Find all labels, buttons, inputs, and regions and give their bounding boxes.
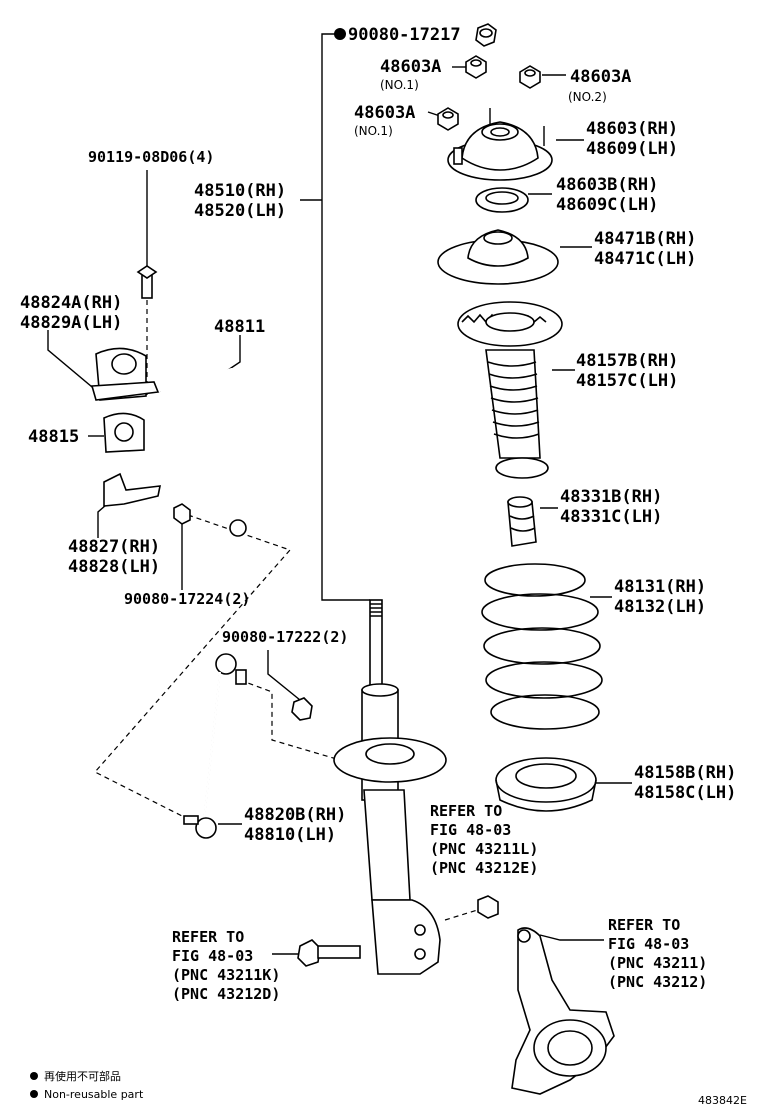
stabilizer-bar — [158, 367, 261, 537]
legend-en: Non-reusable part — [44, 1088, 144, 1101]
ref2-line2: FIG 48-03 — [172, 947, 253, 965]
dust-boot — [457, 301, 563, 479]
strut-nut — [477, 895, 499, 919]
leader-lines — [47, 33, 632, 955]
label-bolt-sb: 90119-08D06(4) — [88, 148, 214, 166]
stabilizer-bracket — [90, 347, 160, 401]
label-bushing: 48815 — [28, 427, 79, 447]
label-spring-lh: 48132(LH) — [614, 597, 706, 617]
stabilizer-bushing — [103, 412, 145, 453]
stabilizer-clamp — [103, 472, 162, 507]
label-48603a-3-no: (NO.1) — [354, 124, 393, 138]
ref3-line4: (PNC 43212) — [608, 973, 707, 991]
ref3-line3: (PNC 43211) — [608, 954, 707, 972]
label-bearing-lh: 48609C(LH) — [556, 195, 658, 215]
label-link-rh: 48820B(RH) — [244, 805, 346, 825]
label-bumper-lh: 48331C(LH) — [560, 507, 662, 527]
label-clamp-rh: 48827(RH) — [68, 537, 160, 557]
label-strut-rh: 48510(RH) — [194, 181, 286, 201]
nut-48603a-no1-upper — [465, 55, 487, 79]
label-support-lh: 48609(LH) — [586, 139, 678, 159]
label-stabilizer-bar: 48811 — [214, 317, 265, 337]
figure-id: 483842E — [698, 1094, 747, 1107]
strut-bolt — [297, 939, 361, 967]
label-bearing-rh: 48603B(RH) — [556, 175, 658, 195]
label-support-rh: 48603(RH) — [586, 119, 678, 139]
label-boot-lh: 48157C(LH) — [576, 371, 678, 391]
strut-mount-support — [447, 108, 553, 181]
legend-dot-1 — [30, 1072, 38, 1080]
coil-spring — [481, 563, 603, 730]
ref2-line3: (PNC 43211K) — [172, 966, 280, 984]
part-number-labels: 90080-17217 48603A (NO.1) 48603A (NO.2) … — [20, 25, 736, 845]
strut-assembly — [333, 599, 447, 975]
non-reusable-marker — [334, 28, 346, 40]
ref1-line2: FIG 48-03 — [430, 821, 511, 839]
nut-90080-17224 — [173, 503, 191, 525]
nut-90080-17217 — [475, 23, 497, 47]
ref1-line4: (PNC 43212E) — [430, 859, 538, 877]
label-bracket-lh: 48829A(LH) — [20, 313, 122, 333]
label-nut-stab: 90080-17224(2) — [124, 590, 250, 608]
legend-dot-2 — [30, 1090, 38, 1098]
label-spring-rh: 48131(RH) — [614, 577, 706, 597]
label-48603a-1: 48603A — [380, 57, 441, 77]
legend-jp: 再使用不可部品 — [44, 1069, 121, 1083]
label-nut-top: 90080-17217 — [348, 25, 461, 45]
label-boot-rh: 48157B(RH) — [576, 351, 678, 371]
label-48603a-2-no: (NO.2) — [568, 90, 607, 104]
ref1-line3: (PNC 43211L) — [430, 840, 538, 858]
ref3-line1: REFER TO — [608, 916, 680, 934]
label-insulator-lh: 48158C(LH) — [634, 783, 736, 803]
label-insulator-rh: 48158B(RH) — [634, 763, 736, 783]
legend: 再使用不可部品 Non-reusable part — [30, 1069, 144, 1101]
label-bumper-rh: 48331B(RH) — [560, 487, 662, 507]
label-seat-rh: 48471B(RH) — [594, 229, 696, 249]
label-strut-lh: 48520(LH) — [194, 201, 286, 221]
reference-notes: REFER TO FIG 48-03 (PNC 43211L) (PNC 432… — [172, 802, 707, 1003]
label-48603a-1-no: (NO.1) — [380, 78, 419, 92]
label-nut-link: 90080-17222(2) — [222, 628, 348, 646]
dashed-assembly-lines — [94, 300, 485, 921]
steering-knuckle — [511, 927, 615, 1095]
stabilizer-link — [183, 653, 247, 839]
nut-48603a-no1-lower — [437, 107, 459, 131]
bolt-90119 — [136, 265, 158, 299]
label-48603a-2: 48603A — [570, 67, 631, 87]
label-seat-lh: 48471C(LH) — [594, 249, 696, 269]
ref1-line1: REFER TO — [430, 802, 502, 820]
ref2-line4: (PNC 43212D) — [172, 985, 280, 1003]
bearing — [475, 187, 529, 213]
nut-90080-17222 — [291, 697, 313, 721]
label-48603a-3: 48603A — [354, 103, 415, 123]
bump-stopper — [507, 496, 537, 547]
ref3-line2: FIG 48-03 — [608, 935, 689, 953]
ref2-line1: REFER TO — [172, 928, 244, 946]
label-bracket-rh: 48824A(RH) — [20, 293, 122, 313]
upper-spring-seat — [437, 229, 559, 285]
label-clamp-lh: 48828(LH) — [68, 557, 160, 577]
lower-spring-insulator — [495, 757, 597, 812]
nut-48603a-no2 — [519, 65, 541, 89]
label-link-lh: 48810(LH) — [244, 825, 336, 845]
